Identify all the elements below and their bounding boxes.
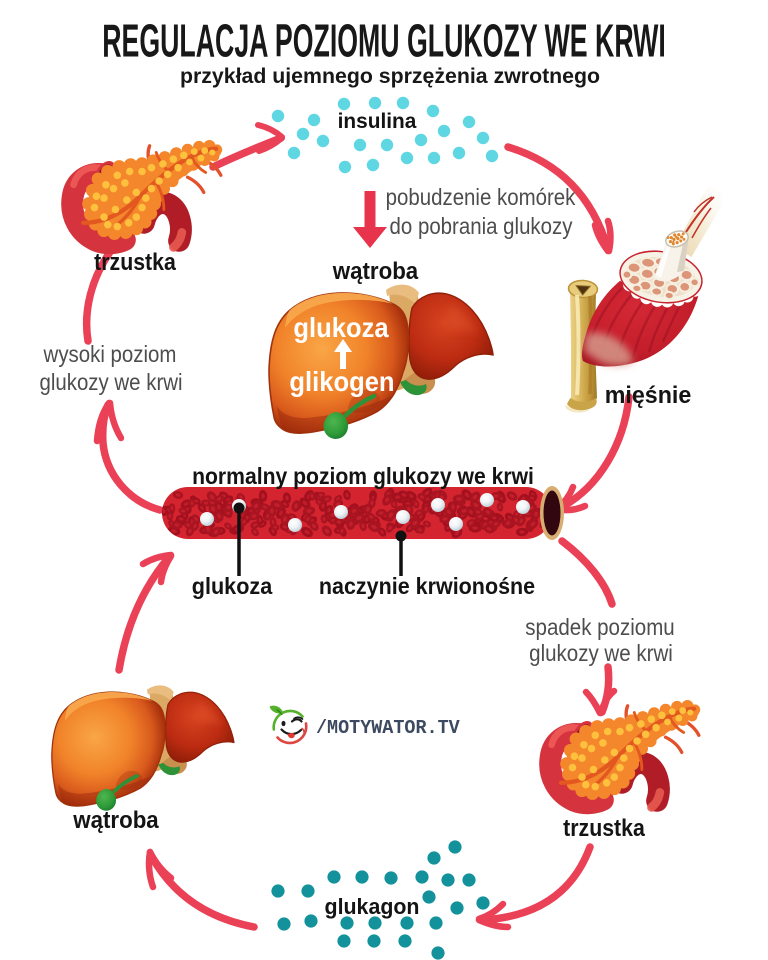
svg-text:REGULACJA POZIOMU GLUKOZY WE K: REGULACJA POZIOMU GLUKOZY WE KRWI [102,15,666,66]
svg-text:insulina: insulina [338,110,417,133]
svg-text:wątroba: wątroba [72,806,159,833]
svg-text:glukoza: glukoza [293,312,388,343]
svg-text:glukagon: glukagon [325,893,420,919]
svg-text:mięśnie: mięśnie [605,381,692,409]
svg-text:glukozy we krwi: glukozy we krwi [529,640,673,667]
svg-text:wątroba: wątroba [332,257,419,284]
svg-text:/MOTYWATOR.TV: /MOTYWATOR.TV [316,717,460,739]
svg-text:naczynie krwionośne: naczynie krwionośne [319,573,535,599]
svg-text:wysoki poziom: wysoki poziom [43,341,177,368]
svg-text:przykład ujemnego sprzężenia z: przykład ujemnego sprzężenia zwrotnego [180,64,600,88]
svg-text:glukozy we krwi: glukozy we krwi [39,369,182,396]
svg-text:trzustka: trzustka [563,814,645,842]
svg-text:do pobrania glukozy: do pobrania glukozy [390,213,573,240]
svg-text:glukoza: glukoza [192,573,273,599]
svg-text:glikogen: glikogen [289,366,394,397]
svg-text:trzustka: trzustka [94,248,176,276]
svg-text:pobudzenie komórek: pobudzenie komórek [386,184,577,211]
svg-text:spadek poziomu: spadek poziomu [525,614,674,641]
svg-text:normalny poziom glukozy we krw: normalny poziom glukozy we krwi [192,463,534,489]
